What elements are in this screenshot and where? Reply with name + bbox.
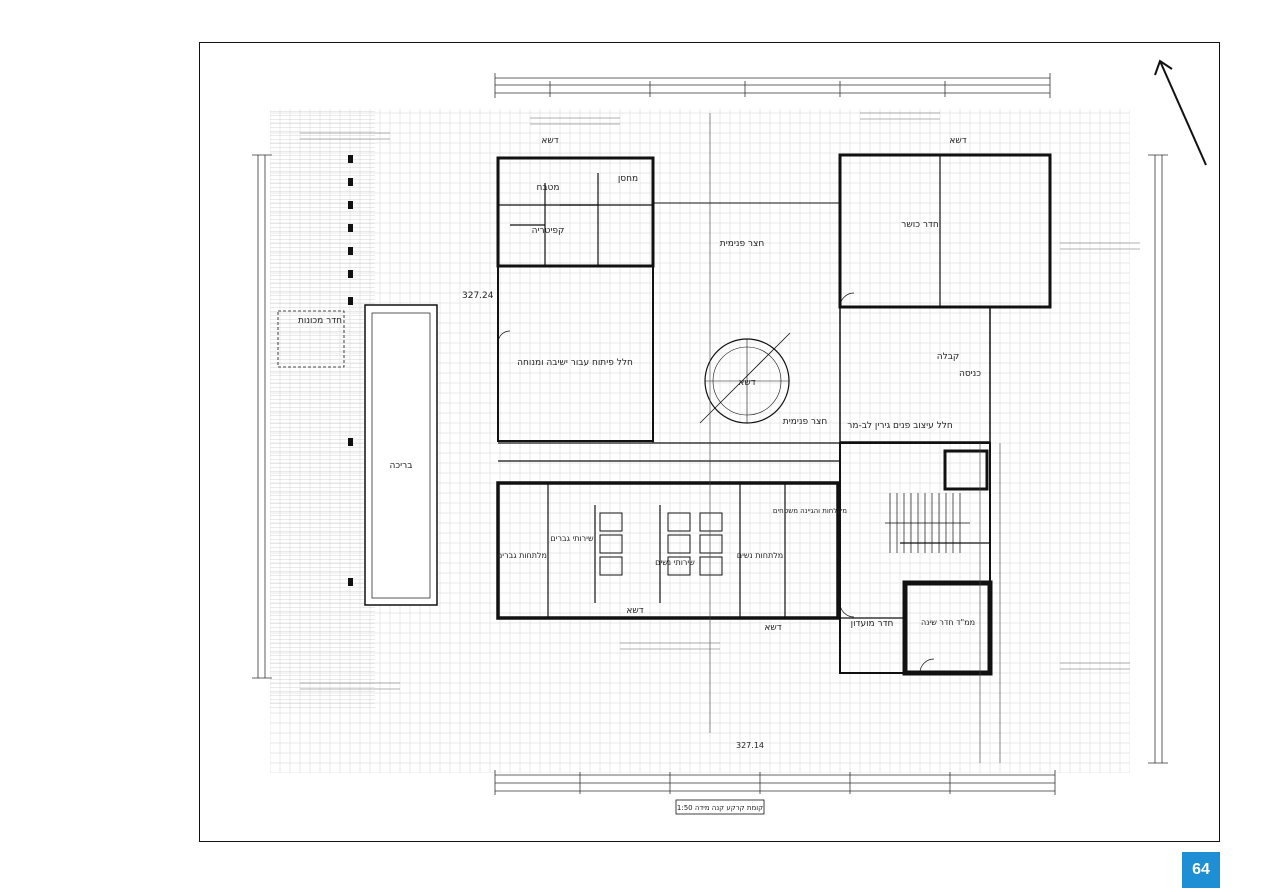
north-arrow-icon — [1154, 59, 1207, 166]
pool-outline — [364, 304, 438, 606]
room-label-mikhlahot: מקלחות והגיינה משטחים — [773, 507, 847, 515]
room-label-kabala: קבלה — [937, 352, 960, 362]
room-labels: דשא מחסן מטבח קפיטריה חצר פנימית דשא חדר… — [298, 136, 981, 633]
internal-partitions — [498, 155, 990, 619]
room-label-dasha-nw: דשא — [541, 136, 558, 146]
room-label-chalal-itzuv: חלל עיצוב פנים גירין לב-מר — [847, 421, 953, 431]
room-label-cheder-mechonot: חדר מכונות — [298, 316, 342, 326]
room-label-knisa: כניסה — [959, 369, 981, 379]
room-label-breicha: בריכה — [390, 461, 413, 471]
elevation-label-south: 327.14 — [736, 741, 764, 750]
room-label-meltachot-nashim: מלתחות נשים — [737, 551, 783, 560]
grid-axes — [709, 113, 1001, 763]
staircase — [885, 493, 970, 553]
west-deck-hatch — [270, 109, 375, 709]
room-label-kafiteria: קפיטריה — [532, 226, 565, 236]
toilet-stalls — [599, 512, 723, 576]
page-number-badge: 64 — [1182, 852, 1220, 888]
room-label-cheder-kosher: חדר כושר — [901, 220, 939, 230]
room-label-sherutim-gvarim: שירותי גברים — [550, 534, 594, 543]
room-label-cheder-moadon: חדר מועדון — [851, 619, 894, 629]
floor-plan: דשא מחסן מטבח קפיטריה חצר פנימית דשא חדר… — [252, 59, 1207, 815]
room-label-chatzer-pnimit-n: חצר פנימית — [720, 239, 765, 249]
caption-box — [675, 799, 765, 815]
door-swings — [497, 292, 935, 674]
plan-caption: קומת קרקע קנה מידה 1:50 — [677, 804, 763, 812]
room-label-mitbach: מטבח — [536, 183, 559, 193]
room-label-dasha-ne: דשא — [949, 136, 966, 146]
building-walls — [496, 153, 1052, 676]
courtyard-circle — [699, 332, 791, 424]
room-label-dasha-s1: דשא — [626, 606, 643, 616]
room-label-meltachot-gvarim: מלתחות גברים — [497, 551, 547, 560]
dimension-lines-top — [494, 73, 1051, 98]
room-label-chatzer-pnimit-s: חצר פנימית — [783, 417, 828, 427]
room-label-dasha-s2: דשא — [764, 623, 781, 633]
room-label-machsan: מחסן — [618, 174, 638, 184]
annotation-ticks — [300, 112, 1140, 690]
dimension-lines-bottom — [494, 770, 1056, 795]
room-label-dasha-center: דשא — [738, 378, 755, 388]
room-label-mamad: ממ"ד חדר שינה — [921, 618, 975, 627]
room-label-chalal-pituach: חלל פיתוח עבור ישיבה ומנוחה — [517, 358, 633, 368]
pergola-columns — [348, 155, 353, 586]
pool-inner — [371, 312, 431, 599]
elevation-label-north: 327.24 — [462, 291, 494, 301]
machine-room-outline — [277, 310, 345, 368]
drawing-frame: דשא מחסן מטבח קפיטריה חצר פנימית דשא חדר… — [199, 42, 1220, 842]
room-label-sherutim-nashim: שירותי נשים — [655, 558, 695, 567]
dimension-lines-sides — [252, 154, 1168, 764]
